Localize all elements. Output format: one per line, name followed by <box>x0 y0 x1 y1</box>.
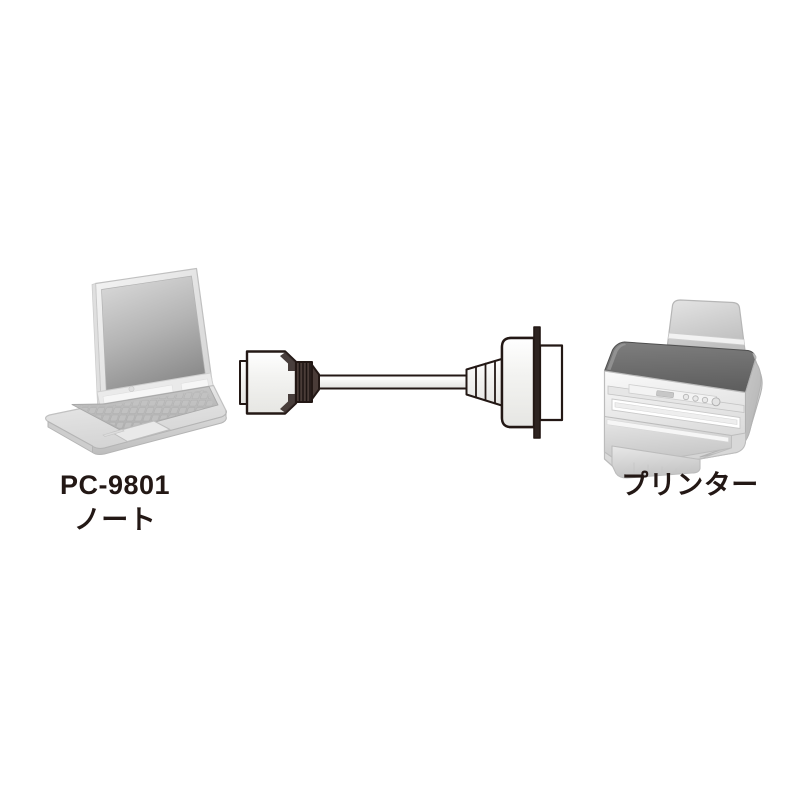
printer-control-panel <box>628 384 721 407</box>
printer-body <box>603 341 763 479</box>
parallel-printer-cable <box>239 326 564 439</box>
cable-left-connector <box>239 350 320 415</box>
cable-right-connector <box>465 326 564 439</box>
printer-output-tray <box>603 415 733 479</box>
laptop-trackpad <box>102 420 171 442</box>
printer-device-label: プリンター <box>621 470 759 500</box>
laptop-keyboard-keys <box>76 389 215 429</box>
inkjet-printer-icon <box>603 299 763 479</box>
laptop-lid <box>91 267 214 405</box>
cable-cord <box>317 374 469 390</box>
laptop-computer-icon <box>45 267 227 455</box>
printer-buttons <box>682 393 721 407</box>
laptop-device-label: PC-9801 ノート <box>59 470 171 535</box>
laptop-base <box>45 384 227 455</box>
